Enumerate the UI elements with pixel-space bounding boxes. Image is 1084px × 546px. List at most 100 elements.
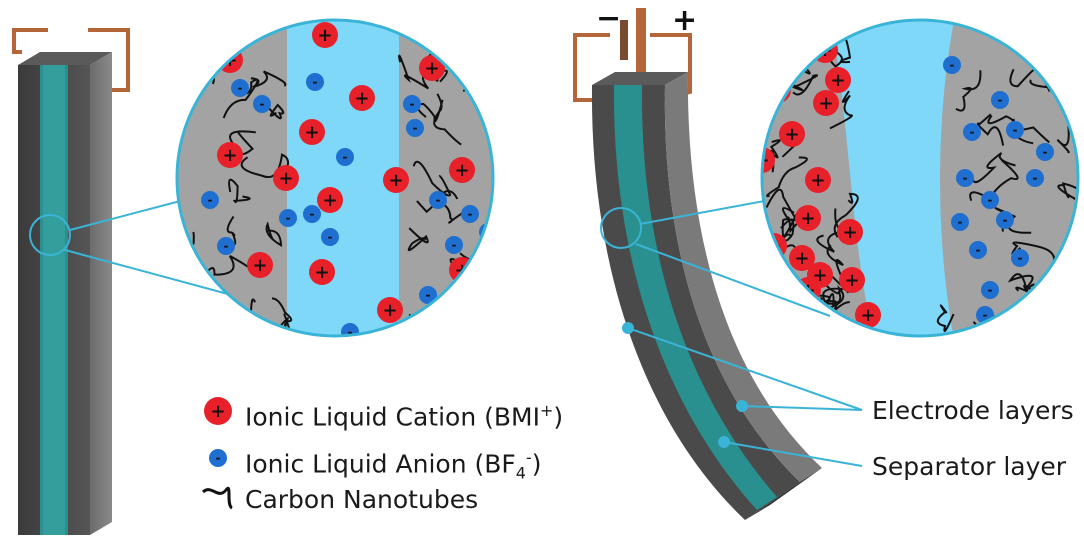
anion-ion: - [231,79,249,97]
nanotube-strand [1057,182,1078,202]
legend-cation: Ionic Liquid Cation (BMI+) [245,401,564,432]
nanotube-strand [786,74,818,96]
nanotube-strand [466,36,493,78]
anion-ion: - [201,191,219,209]
svg-text:-: - [216,451,221,465]
nanotube-strand [829,90,853,130]
battery-plus-sign: + [672,3,698,38]
cation-ion: + [795,205,821,231]
anion-ion: - [951,213,969,231]
anion-ion: - [981,281,999,299]
nanotube-strand [766,156,808,198]
cation-icon: + [204,397,232,425]
nanotube-strand [781,20,813,34]
svg-text:-: - [988,283,993,297]
battery-icon [620,8,646,72]
nanotube-strand [484,253,493,273]
cation-ion: + [317,187,343,213]
svg-text:-: - [958,215,963,229]
anion-ion: - [419,286,437,304]
svg-text:-: - [988,193,993,207]
nanotube-strand [473,78,493,103]
svg-text:+: + [304,122,319,143]
svg-text:-: - [1013,123,1018,137]
cation-ion: + [813,90,839,116]
nanotube-strand [226,215,237,246]
battery-minus-sign: − [596,1,622,36]
svg-text:-: - [238,81,243,95]
cation-ion: + [805,167,831,193]
nanotube-strand [265,221,283,247]
svg-text:-: - [224,239,229,253]
cation-ion: + [312,22,338,48]
svg-text:-: - [413,121,418,135]
svg-text:-: - [313,75,318,89]
cation-ion: + [349,85,375,111]
anion-ion: - [1036,143,1054,161]
nanotube-strand [222,78,259,119]
cation-ion: + [837,219,863,245]
wire-icon [12,28,48,54]
cation-ion: + [754,147,775,173]
anion-ion: - [303,205,321,223]
anion-ion: - [429,191,447,209]
anion-ion: - [336,148,354,166]
svg-text:-: - [963,171,968,185]
svg-text:-: - [983,308,988,322]
svg-text:-: - [286,211,291,225]
nanotube-strand [969,159,1019,202]
nanotube-strand [833,192,859,238]
svg-text:+: + [317,25,332,46]
anion-ion: - [1026,169,1044,187]
anion-icon: - [209,449,227,467]
callouts [622,322,863,467]
svg-text:+: + [818,93,833,114]
svg-text:+: + [424,58,439,79]
anion-ion: - [253,95,271,113]
anion-ion: - [306,73,324,91]
svg-text:+: + [454,160,469,181]
anion-ion: - [217,237,235,255]
svg-text:+: + [754,150,769,171]
anion-ion: - [461,205,479,223]
anion-ion: - [1006,121,1024,139]
straight-actuator [12,28,251,535]
cation-ion: + [855,302,881,328]
anion-ion: - [996,211,1014,229]
svg-text:-: - [343,150,348,164]
svg-text:-: - [1033,171,1038,185]
legend-nanotubes: Carbon Nanotubes [245,485,479,514]
anion-ion: - [1011,249,1029,267]
nanotube-strand [228,178,251,204]
anion-ion: - [969,241,987,259]
anion-ion: - [991,91,1009,109]
svg-text:-: - [976,243,981,257]
svg-text:+: + [800,208,815,229]
svg-text:+: + [210,401,225,422]
cation-ion: + [419,55,445,81]
svg-text:+: + [830,70,845,91]
anion-ion: - [341,323,359,336]
svg-text:+: + [844,270,859,291]
nanotube-strand [994,207,1032,234]
nanotube-strand [200,255,250,280]
svg-text:-: - [950,58,955,72]
svg-text:-: - [260,97,265,111]
cation-ion: + [383,167,409,193]
svg-text:+: + [222,145,237,166]
svg-text:-: - [468,207,473,221]
cation-ion: + [217,142,243,168]
svg-text:+: + [842,222,857,243]
anion-ion: - [963,123,981,141]
bent-actuator [573,8,831,520]
nanotube-strand [787,20,818,50]
cation-ion: + [299,119,325,145]
nanotube-strand [481,20,493,31]
anion-ion: - [279,209,297,227]
svg-text:-: - [452,238,457,252]
svg-text:+: + [810,170,825,191]
nanotube-strand [465,25,493,56]
nanotube-strand [976,113,1005,146]
zoom-spot-right [600,207,642,249]
